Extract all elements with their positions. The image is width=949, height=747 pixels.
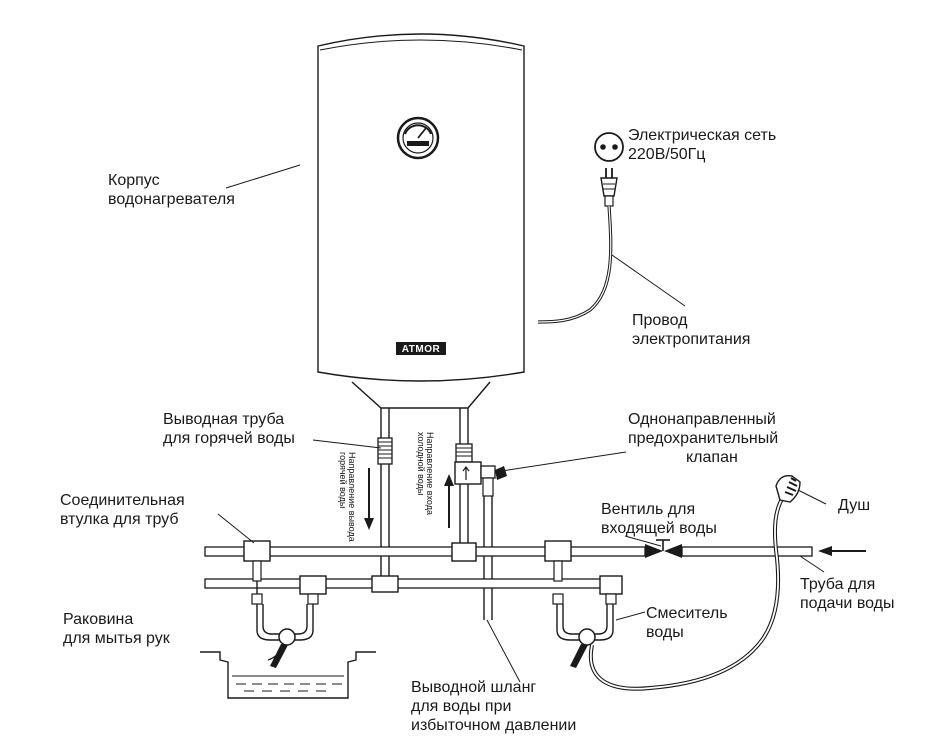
label-shower: Душ (838, 497, 871, 514)
label-sink: Раковина для мытья рук (63, 611, 170, 647)
power-cord (537, 205, 613, 324)
cold-flow-label-2: холодной воды (416, 432, 426, 495)
plug-icon (600, 168, 618, 207)
label-inlet-valve: Вентиль для входящей воды (601, 501, 717, 537)
socket-icon (594, 132, 624, 162)
label-mains: Электрическая сеть 220В/50Гц (628, 127, 777, 163)
supply-arrow (818, 546, 866, 556)
label-supply-pipe: Труба для подачи воды (800, 576, 895, 612)
label-safety-valve: Однонаправленный предохранительный клапа… (628, 411, 779, 466)
hot-flow-arrow (364, 468, 374, 530)
label-hot-pipe: Выводная труба для горячей воды (163, 411, 295, 447)
hot-flow-label-1: Направление вывода (347, 452, 357, 542)
sink-bowl (200, 651, 376, 699)
tank-outlets: Направление вывода горячей воды Направле… (338, 408, 507, 620)
brand-text: ATMOR (402, 344, 441, 355)
shower-head-icon (775, 475, 801, 503)
shower-mixer (556, 604, 614, 668)
pipe-coupling (243, 540, 271, 582)
cold-flow-arrow (444, 474, 454, 528)
safety-valve (454, 461, 507, 497)
label-mixer: Смеситель воды (646, 605, 728, 641)
brand-badge: ATMOR (396, 342, 446, 355)
shower-hose (588, 494, 786, 691)
leader-lines (217, 164, 827, 683)
water-heater-tank: ATMOR (317, 33, 525, 409)
pipe-network (204, 539, 813, 605)
label-power-cord: Провод электропитания (632, 312, 751, 348)
inlet-valve (645, 539, 682, 558)
label-heater-body: Корпус водонагревателя (108, 172, 235, 208)
label-coupling: Соединительная втулка для труб (60, 492, 185, 528)
sink-mixer (256, 604, 314, 668)
hot-flow-label-2: горячей воды (338, 452, 348, 508)
label-drain-hose: Выводной шланг для воды при избыточном д… (411, 679, 577, 734)
thermometer-icon (396, 116, 440, 160)
cold-flow-label-1: Направление входа (425, 432, 435, 515)
